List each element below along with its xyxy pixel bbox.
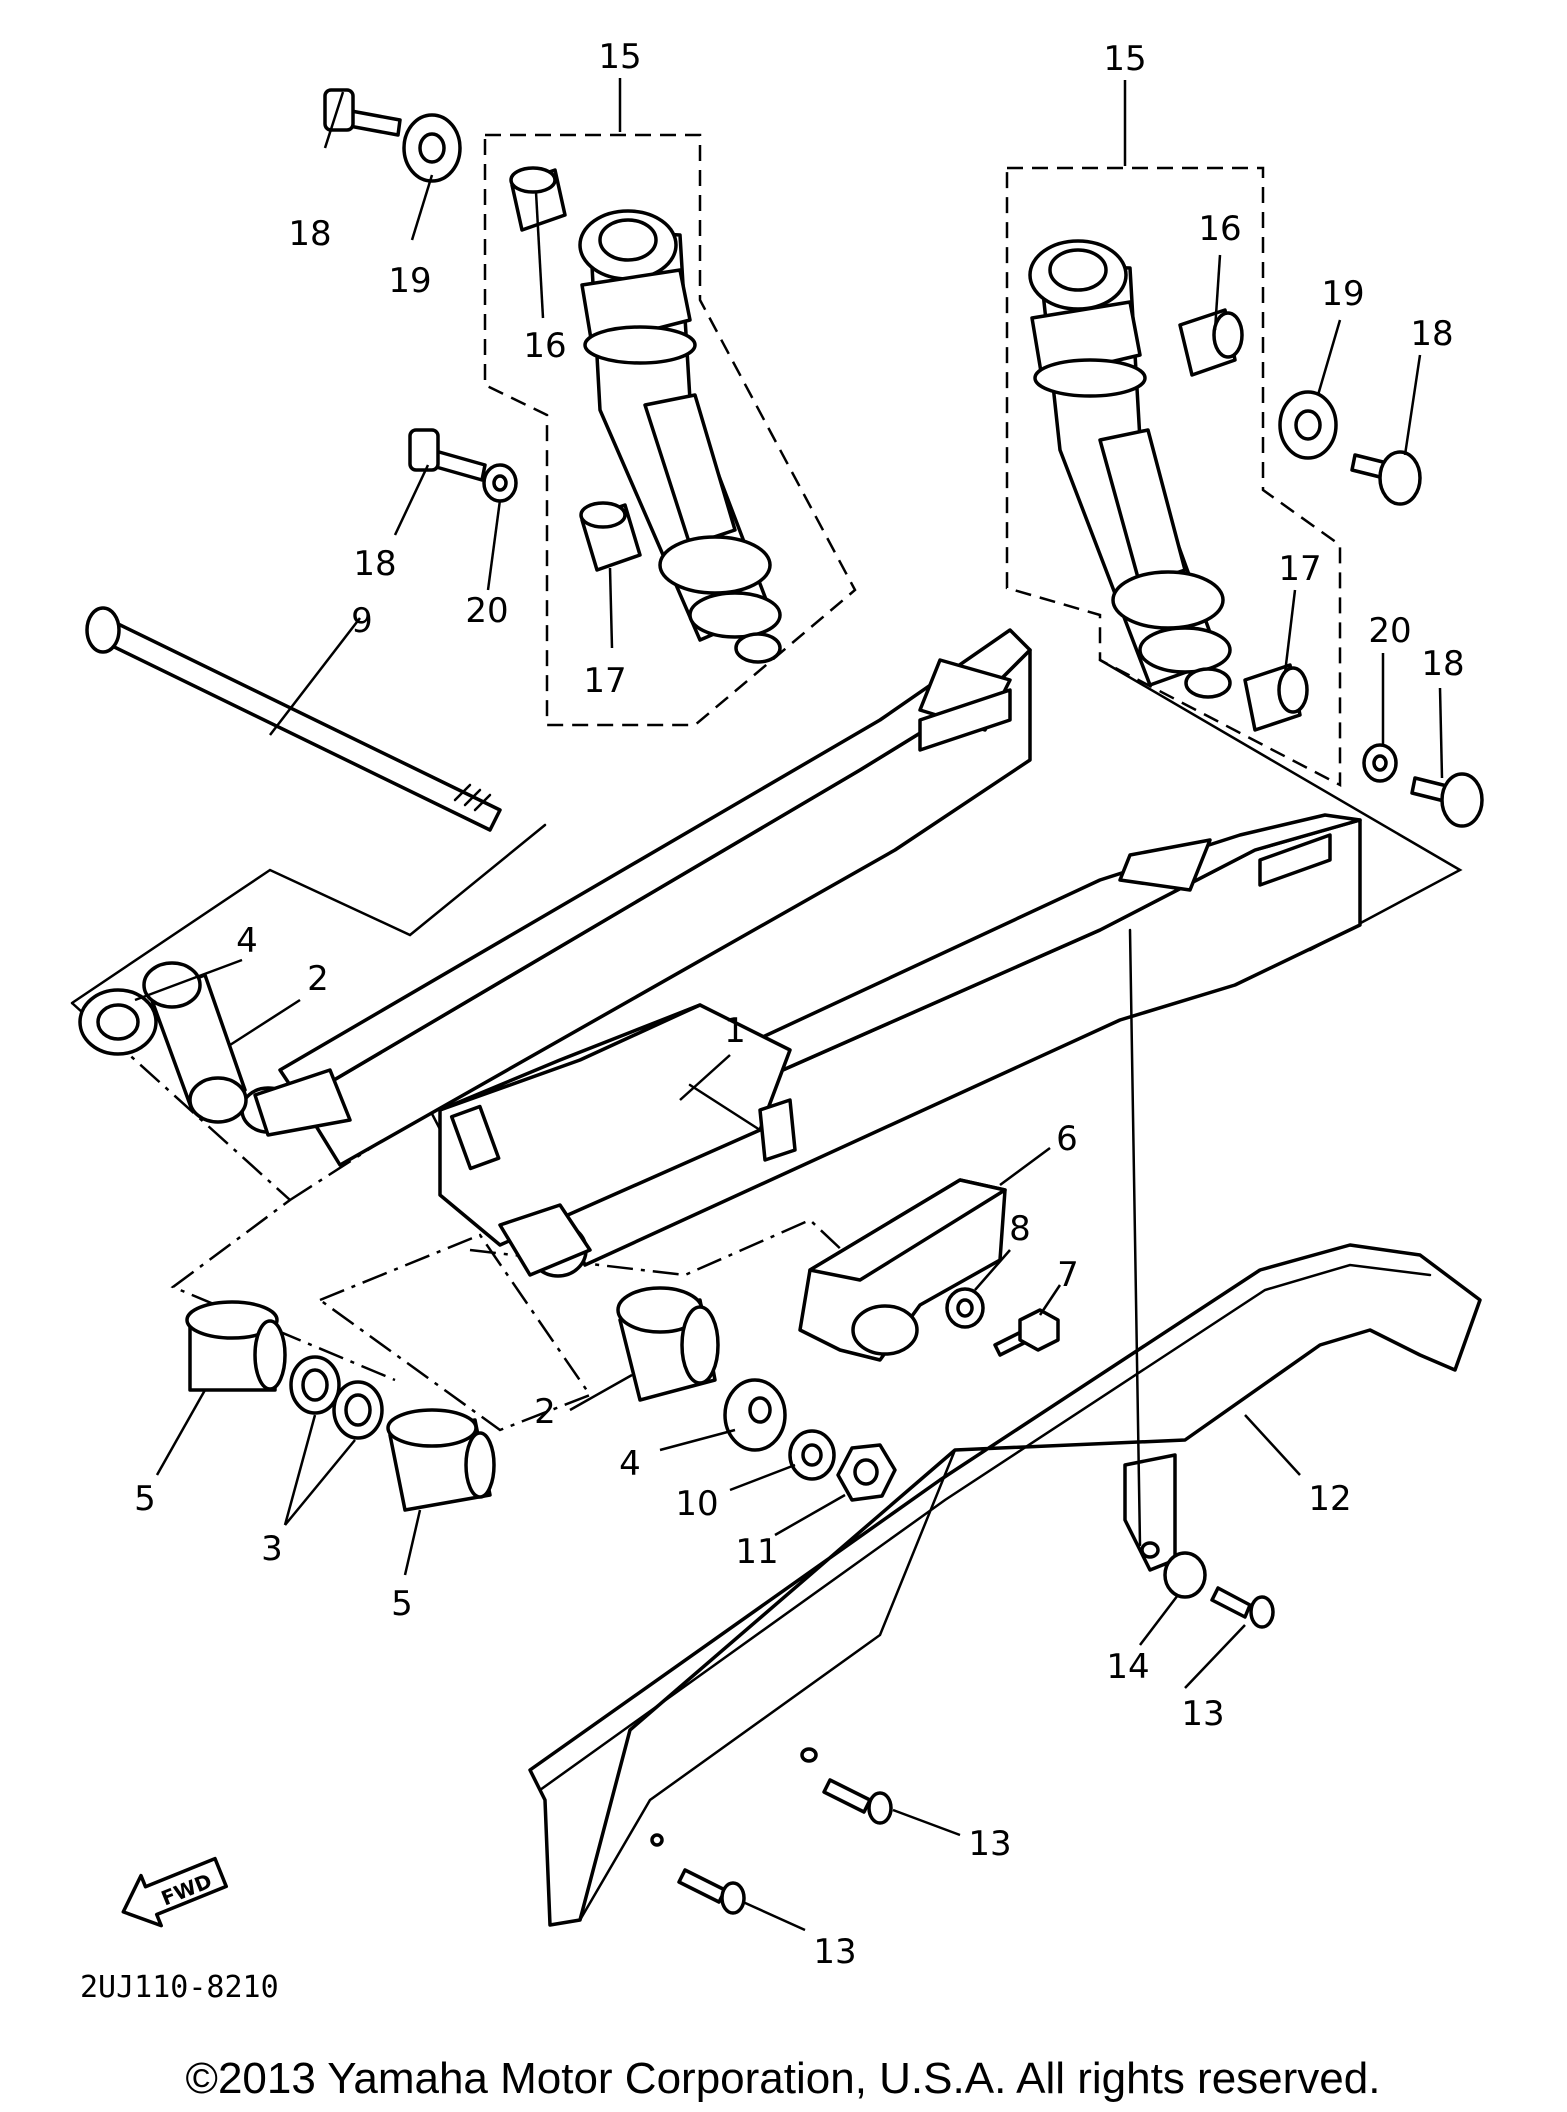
callout-17-right: 17 [1278, 549, 1321, 589]
bushing-17-right [1243, 663, 1309, 732]
bolt-13-middle [822, 1778, 893, 1825]
callout-2-left: 2 [307, 959, 329, 999]
bolt-18-upper-right [1350, 450, 1422, 506]
fwd-arrow-icon: FWD [121, 1856, 229, 1928]
oil-seal-4-right [723, 1378, 787, 1452]
callout-1: 1 [724, 1011, 746, 1051]
callout-2-right: 2 [534, 1392, 556, 1432]
callout-13-bottom: 13 [813, 1932, 856, 1972]
bolt-13-bottom [677, 1868, 746, 1915]
callout-4-left: 4 [236, 921, 258, 961]
diagram-code: 2UJ110-8210 [80, 1970, 279, 2005]
callout-19-right: 19 [1321, 274, 1364, 314]
callout-14: 14 [1106, 1647, 1149, 1687]
washer-8 [945, 1287, 985, 1329]
callout-3: 3 [261, 1529, 283, 1569]
washer-19-right [1278, 390, 1338, 460]
oil-seal-4-left [78, 988, 158, 1056]
bushing-17-left [579, 501, 642, 572]
bolt-18-lower-right [1410, 772, 1484, 828]
callout-11: 11 [735, 1532, 778, 1572]
callout-19-left: 19 [388, 261, 431, 301]
bushing-16-right [1178, 308, 1244, 377]
shock-absorber-right [1028, 239, 1232, 699]
bushing-16-left [509, 166, 567, 232]
washer-20-right [1362, 743, 1398, 783]
washer-10 [788, 1429, 836, 1481]
callout-13-right: 13 [1181, 1694, 1224, 1734]
callout-10: 10 [675, 1484, 718, 1524]
callout-15-left: 15 [598, 37, 641, 77]
callout-18-upper-right: 18 [1410, 314, 1453, 354]
callout-20-left: 20 [465, 591, 508, 631]
bushing-2-left [142, 961, 248, 1124]
leader-lines [134, 78, 1444, 1932]
shock-absorber-left [578, 209, 782, 664]
callout-12: 12 [1308, 1479, 1351, 1519]
bolt-18-top-left [323, 88, 402, 137]
callout-5-right: 5 [391, 1584, 413, 1624]
washer-19-top-left [402, 113, 462, 183]
bushing-2-right [616, 1286, 720, 1402]
callout-16-left: 16 [523, 326, 566, 366]
pivot-shaft [85, 606, 502, 832]
callout-15-right: 15 [1103, 39, 1146, 79]
thrust-washer-3b [332, 1380, 384, 1440]
washer-20-left [482, 463, 518, 503]
nut-11 [836, 1443, 897, 1502]
thrust-washer-3a [289, 1355, 341, 1415]
callout-13-middle: 13 [968, 1824, 1011, 1864]
callout-7: 7 [1057, 1255, 1079, 1295]
callout-8: 8 [1009, 1209, 1031, 1249]
callout-labels: 15 15 18 19 16 18 20 17 9 16 19 18 17 20… [134, 37, 1464, 1972]
chain-case-12 [528, 928, 1482, 1927]
callout-20-right: 20 [1368, 611, 1411, 651]
callout-17-left: 17 [583, 661, 626, 701]
group-box-right-shock [1005, 166, 1342, 788]
copyright-notice: ©2013 Yamaha Motor Corporation, U.S.A. A… [186, 2054, 1381, 2103]
bolt-18-mid-left [408, 428, 487, 482]
callout-6: 6 [1056, 1119, 1078, 1159]
plane-axle [70, 823, 547, 1005]
callout-16-right: 16 [1198, 209, 1241, 249]
swingarm [240, 628, 1362, 1278]
callout-4-right: 4 [619, 1444, 641, 1484]
callout-18-lower-right: 18 [1421, 644, 1464, 684]
callout-9: 9 [351, 601, 373, 641]
spacer-5-right [386, 1408, 496, 1512]
callout-18-top-left: 18 [288, 214, 331, 254]
bolt-13-right [1210, 1586, 1275, 1629]
washer-14 [1163, 1551, 1207, 1599]
callout-18-mid-left: 18 [353, 544, 396, 584]
callout-5-left: 5 [134, 1479, 156, 1519]
chain-guide-6 [798, 1178, 1007, 1362]
spacer-5-left [185, 1300, 287, 1392]
bolt-7 [993, 1308, 1060, 1357]
